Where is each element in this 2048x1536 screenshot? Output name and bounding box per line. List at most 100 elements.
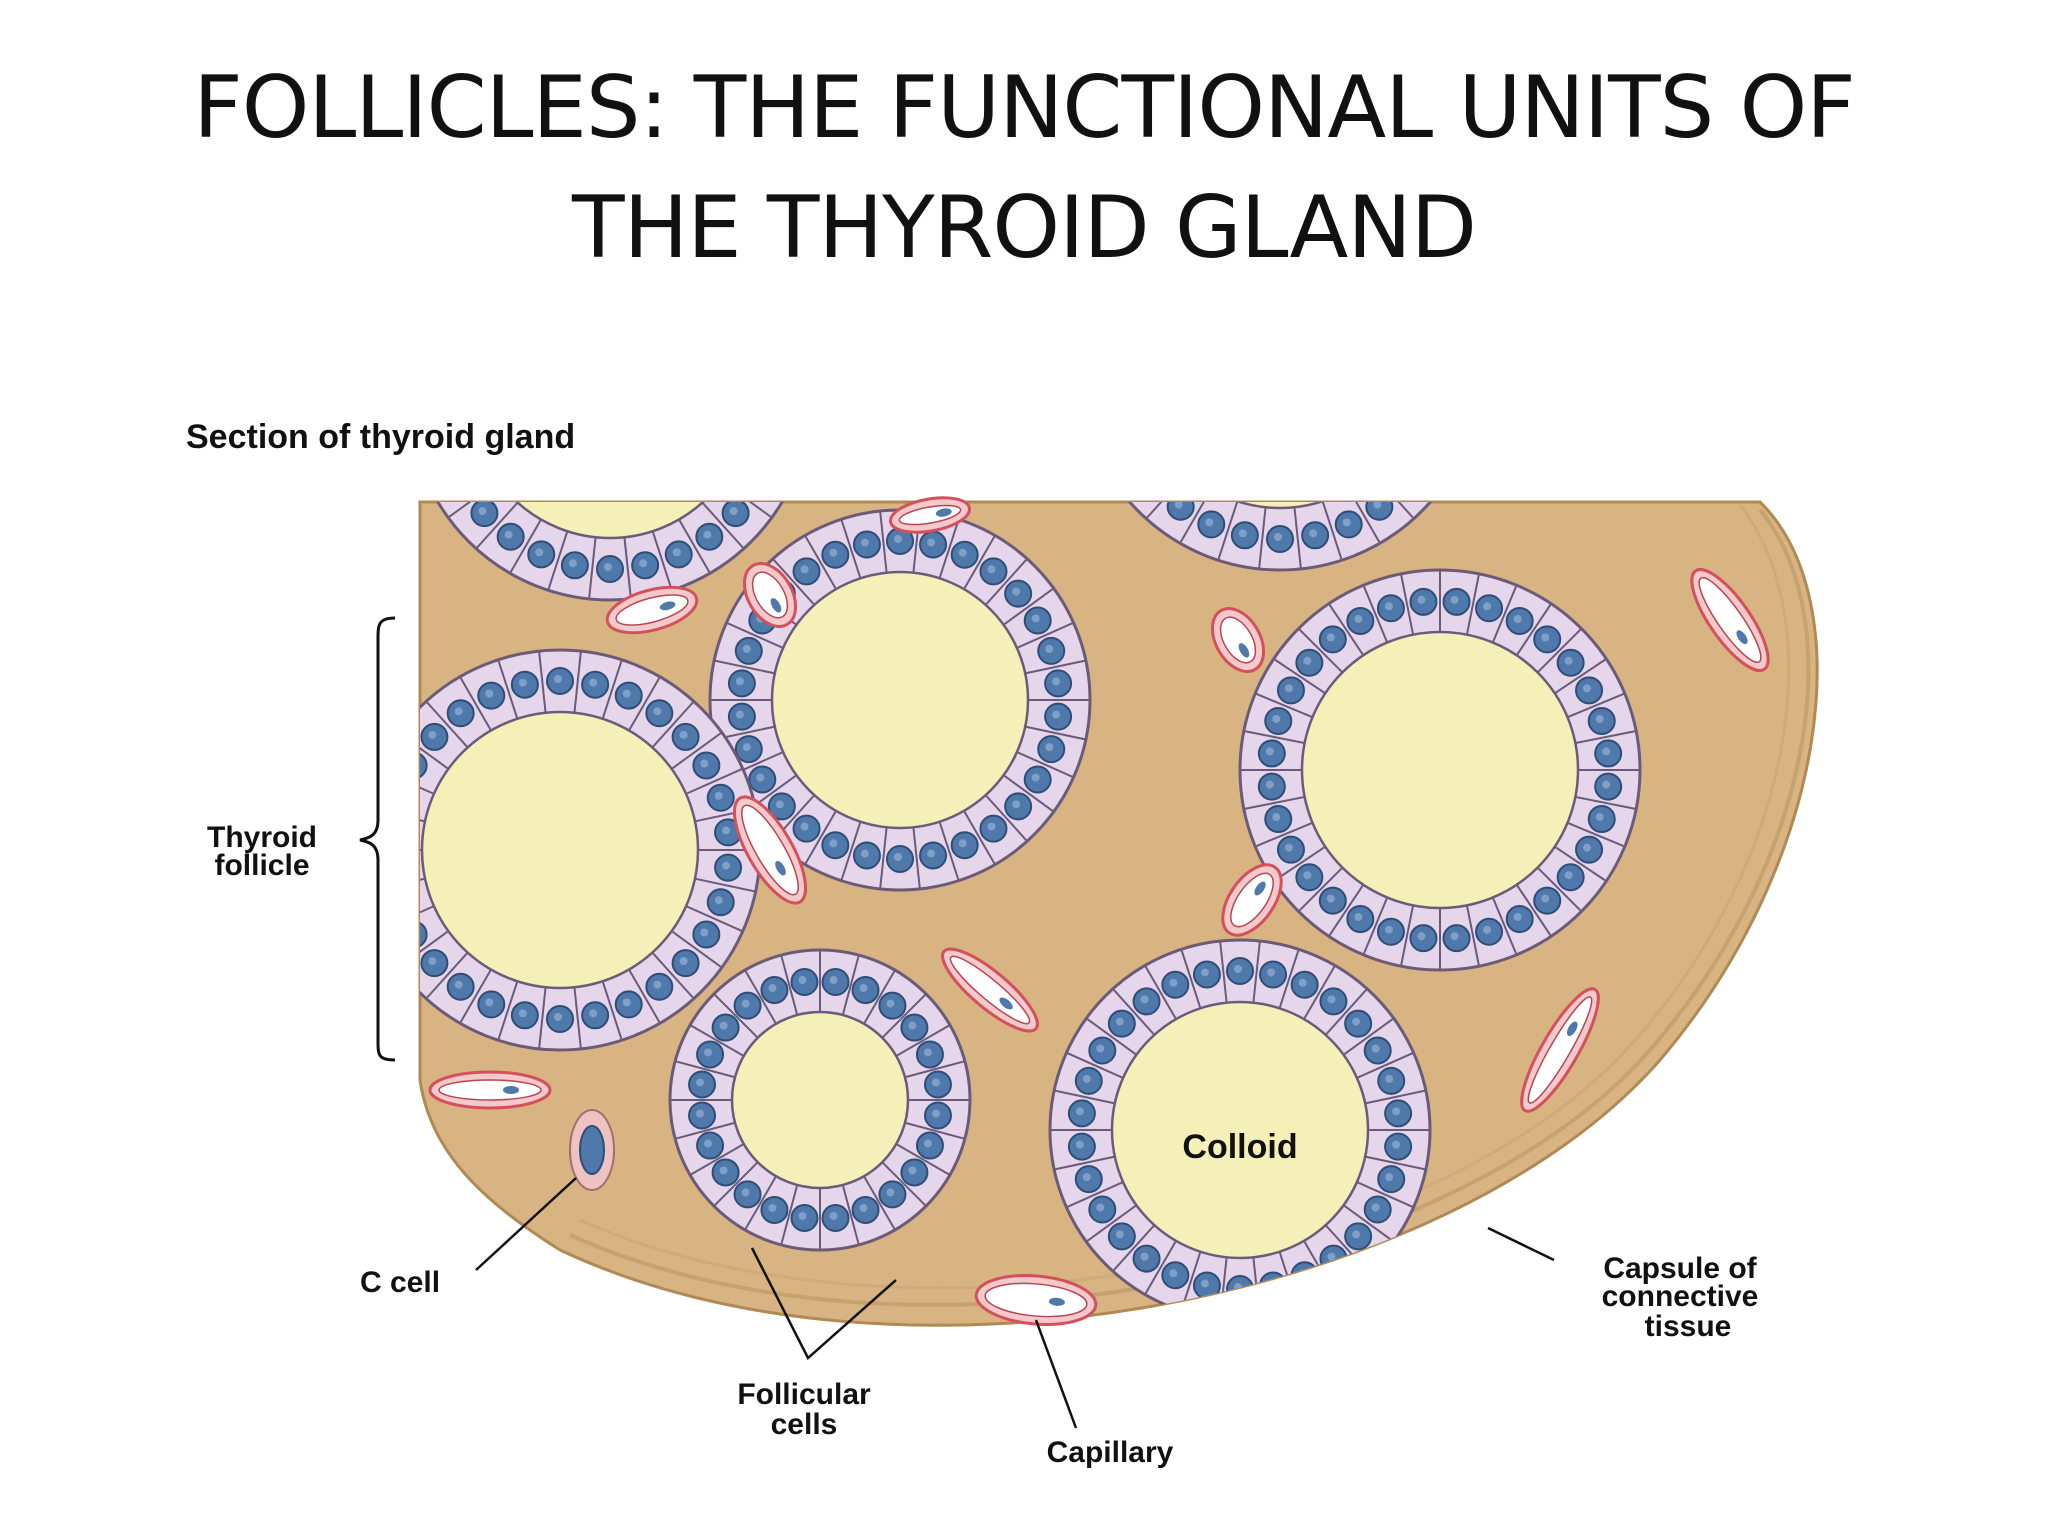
cell-boundary	[1218, 180, 1237, 239]
nucleolus	[1012, 587, 1021, 596]
cell-boundary	[1016, 621, 1074, 649]
cell-boundary	[840, 518, 862, 579]
label-colloid: Colloid	[1182, 1128, 1297, 1166]
cell-boundary	[420, 731, 449, 770]
cell-boundary	[1252, 940, 1261, 1003]
nucleolus	[478, 281, 486, 289]
capsule-fibers-2	[579, 504, 1791, 1290]
nucleolus	[860, 849, 869, 858]
nucleolus	[829, 1211, 838, 1220]
follicular-cell-nucleus	[1435, 339, 1461, 365]
nucleolus	[700, 759, 709, 768]
nucleolus	[729, 507, 738, 516]
cell-boundary	[1016, 751, 1074, 779]
cell-boundary	[840, 821, 862, 882]
nucleolus	[750, 310, 758, 318]
follicular-cell-nucleus	[1106, 305, 1132, 331]
nucleolus	[1031, 614, 1040, 623]
nucleolus	[772, 376, 780, 384]
nucleolus	[798, 976, 807, 985]
label-thyroid-follicle-line1: Thyroid	[207, 821, 317, 854]
cell-boundary	[601, 659, 623, 720]
nucleolus	[1267, 968, 1276, 977]
cell-boundary	[1406, 289, 1463, 314]
colloid	[420, 710, 700, 990]
nucleolus	[714, 896, 723, 905]
follicular-cell-nucleus	[498, 250, 524, 276]
nucleolus	[535, 548, 544, 557]
follicular-cell-nucleus	[765, 369, 791, 395]
cell-boundary	[1567, 692, 1626, 719]
follicular-cell-nucleus	[436, 335, 462, 361]
cell-boundary	[1415, 399, 1476, 412]
cell-boundary	[1348, 502, 1381, 544]
cell-boundary	[1112, 988, 1156, 1036]
nucleolus	[1327, 1252, 1336, 1261]
cell-boundary	[414, 358, 475, 371]
nucleolus	[1392, 1140, 1401, 1149]
nucleolus	[923, 1139, 932, 1148]
cell-boundary	[1085, 1017, 1138, 1056]
follicular-cell-nucleus	[429, 369, 455, 395]
follicular-cell-nucleus	[528, 233, 554, 259]
nucleolus	[703, 530, 712, 539]
nucleolus	[719, 1021, 728, 1030]
nucleolus	[589, 1009, 598, 1018]
nucleolus	[1200, 968, 1209, 977]
colloid	[770, 570, 1030, 830]
nucleolus	[1148, 251, 1156, 259]
nucleolus	[1400, 477, 1408, 485]
nucleolus	[1564, 656, 1573, 665]
nucleolus	[568, 559, 577, 568]
cell-boundary	[1084, 328, 1145, 341]
nucleolus	[1274, 195, 1282, 203]
cell-boundary	[1293, 507, 1302, 570]
cell-boundary	[1328, 884, 1365, 937]
cell-boundary	[475, 502, 519, 550]
cell-boundary	[1254, 821, 1313, 848]
cell-boundary	[895, 1024, 951, 1057]
label-thyroid-follicle-line2: follicle	[214, 849, 309, 882]
follicular-cell-nucleus	[666, 233, 692, 259]
cell-boundary	[679, 227, 710, 281]
cell-boundary	[628, 676, 661, 731]
nucleolus	[1417, 595, 1426, 604]
nucleolus	[653, 707, 662, 716]
nucleolus	[722, 861, 731, 870]
nucleolus	[927, 849, 936, 858]
cell-boundary	[702, 251, 743, 297]
nucleolus	[1082, 1074, 1091, 1083]
follicular-cell-nucleus	[1141, 244, 1167, 270]
cell-boundary	[1491, 584, 1518, 643]
nucleolus	[1583, 843, 1592, 852]
cell-boundary	[1303, 964, 1336, 1020]
cell-boundary	[744, 969, 777, 1025]
cell-boundary	[1536, 627, 1583, 674]
follicular-cell-nucleus	[1121, 442, 1147, 468]
c-cell	[569, 1109, 615, 1191]
nucleolus	[443, 342, 451, 350]
nucleolus	[1031, 773, 1040, 782]
follicular-cell-nucleus	[632, 222, 658, 248]
follicular-cell-nucleus	[386, 785, 412, 811]
nucleolus	[1327, 995, 1336, 1004]
nucleolus	[1075, 1107, 1084, 1116]
nucleolus	[518, 1009, 527, 1018]
cell-boundary	[671, 731, 723, 770]
cell-boundary	[1324, 988, 1368, 1036]
capillaries-layer	[428, 496, 1770, 1326]
cell-boundary	[447, 502, 499, 519]
cell-boundary	[904, 1060, 966, 1079]
cell-boundary	[420, 767, 435, 795]
follicular-cell-nucleus	[765, 405, 791, 431]
nucleolus	[860, 538, 869, 547]
nucleolus	[927, 538, 936, 547]
label-capsule-line2: connective	[1602, 1280, 1759, 1313]
cell-boundary	[1400, 573, 1415, 635]
nucleolus	[535, 240, 543, 248]
follicular-cell-nucleus	[1168, 220, 1194, 246]
label-follicular-cells-line2: cells	[771, 1408, 838, 1441]
follicular-cell-nucleus	[1099, 339, 1125, 365]
cell-boundary	[589, 201, 595, 263]
nucleolus	[1272, 714, 1281, 723]
